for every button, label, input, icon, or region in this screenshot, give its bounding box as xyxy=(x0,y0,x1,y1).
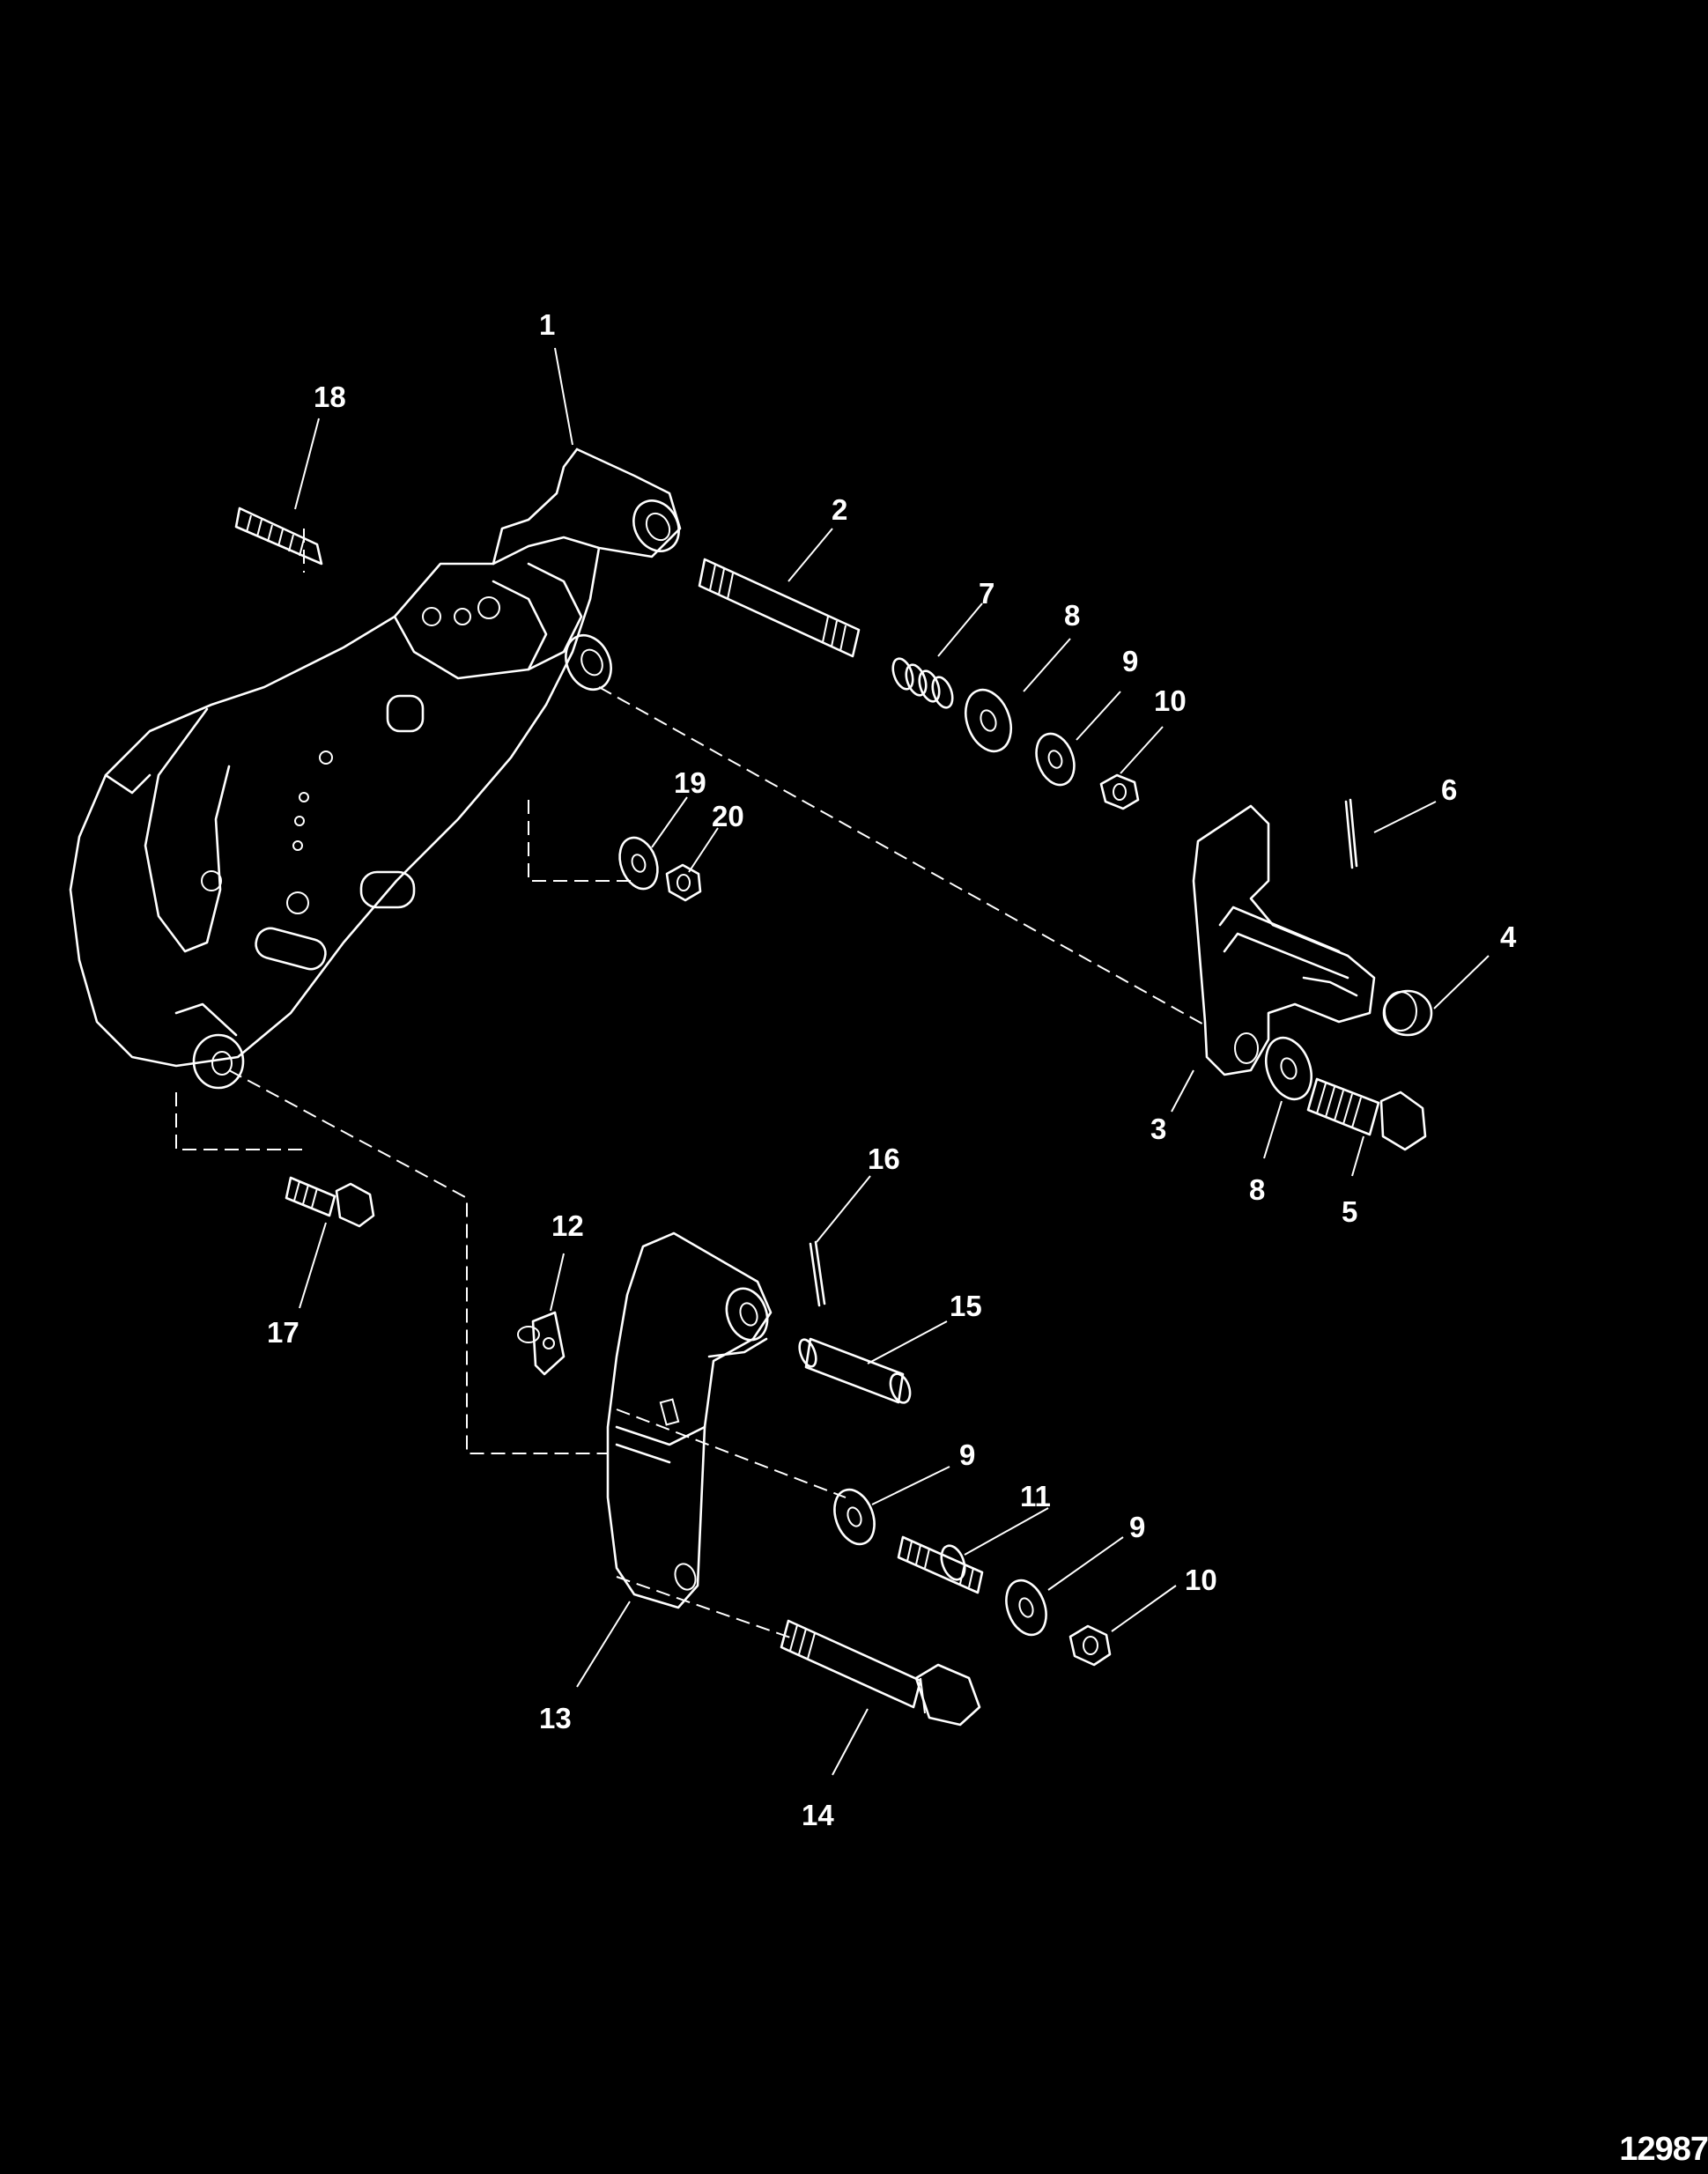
callout-6: 6 xyxy=(1441,773,1457,806)
callout-19: 19 xyxy=(674,766,706,799)
callout-16: 16 xyxy=(868,1142,900,1175)
callout-8-lower: 8 xyxy=(1249,1173,1265,1206)
part-16-cotter-pin xyxy=(809,1240,826,1307)
part-8-washer-lower xyxy=(1265,1036,1312,1101)
callout-2: 2 xyxy=(832,493,847,526)
callout-9-lower-a: 9 xyxy=(959,1438,975,1471)
assembly-lines xyxy=(175,529,1208,1639)
part-4-cap xyxy=(1382,989,1433,1037)
part-14-hex-bolt xyxy=(780,1619,981,1727)
figure-number: 12987 xyxy=(1619,2131,1708,2168)
leader-lines xyxy=(294,347,1490,1776)
part-9-washer-lower-b xyxy=(1005,1579,1047,1637)
callout-15: 15 xyxy=(950,1290,982,1322)
callout-labels: 1 18 2 7 8 9 10 19 20 6 4 3 8 5 16 12 17… xyxy=(267,308,1517,1831)
callout-14: 14 xyxy=(802,1799,834,1831)
callout-9-lower-b: 9 xyxy=(1129,1511,1145,1543)
part-13-lever xyxy=(606,1231,773,1609)
callout-20: 20 xyxy=(712,800,744,832)
part-15-pin xyxy=(798,1337,912,1404)
part-6-cotter-pin xyxy=(1344,798,1358,869)
part-11-stud xyxy=(897,1535,984,1594)
part-10-nut-lower xyxy=(1068,1624,1112,1667)
part-12-clip xyxy=(517,1311,566,1376)
callout-8-upper: 8 xyxy=(1064,599,1080,632)
part-3-link-bracket xyxy=(1192,804,1376,1076)
part-8-washer-upper xyxy=(965,688,1012,753)
part-10-nut-upper xyxy=(1099,773,1140,810)
part-9-washer-lower-a xyxy=(833,1488,876,1546)
part-9-washer-upper xyxy=(1035,732,1076,787)
part-1-bracket xyxy=(69,447,682,1090)
part-5-hex-bolt xyxy=(1306,1077,1427,1151)
callout-12: 12 xyxy=(551,1209,584,1242)
callout-7: 7 xyxy=(979,577,994,610)
callout-18: 18 xyxy=(314,381,346,413)
callout-11: 11 xyxy=(1020,1480,1051,1512)
callout-3: 3 xyxy=(1150,1113,1166,1145)
callout-10-lower: 10 xyxy=(1185,1564,1217,1596)
part-20-nut xyxy=(665,863,702,902)
callout-4: 4 xyxy=(1500,921,1517,953)
part-17-screw xyxy=(285,1176,375,1228)
callout-10-upper: 10 xyxy=(1154,684,1187,717)
part-19-washer xyxy=(618,836,659,891)
part-2-rod xyxy=(698,558,861,658)
part-7-spring xyxy=(891,657,954,709)
callout-17: 17 xyxy=(267,1316,299,1349)
callout-13: 13 xyxy=(539,1702,572,1734)
callout-5: 5 xyxy=(1342,1195,1357,1228)
callout-1: 1 xyxy=(539,308,555,341)
callout-9-upper: 9 xyxy=(1122,645,1138,677)
part-18-stud xyxy=(234,507,323,566)
